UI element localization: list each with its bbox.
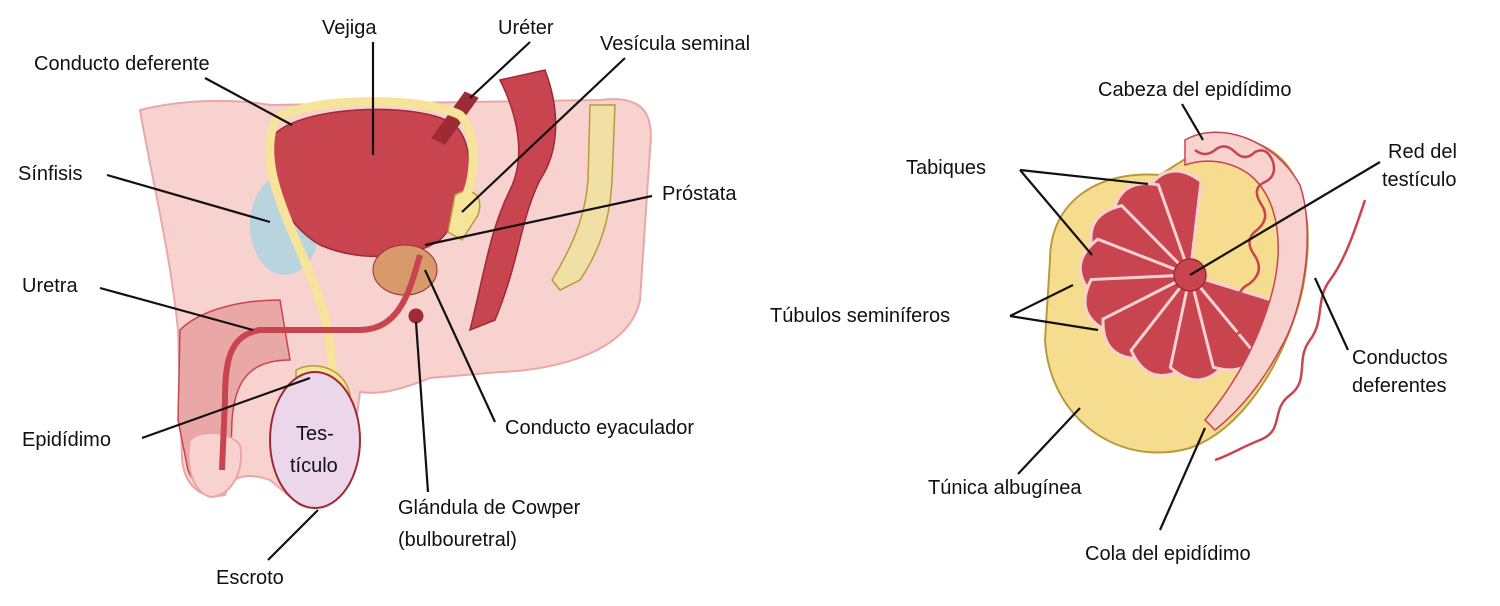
leader-tubulos-a bbox=[1009, 284, 1074, 317]
leader-tunica bbox=[1017, 407, 1081, 475]
vas-deferens-right-shape bbox=[1214, 199, 1367, 462]
vas-deferens-shape bbox=[265, 97, 478, 471]
label-cowper-2: (bulbouretral) bbox=[398, 529, 517, 551]
label-epididimo: Epidídimo bbox=[22, 429, 111, 451]
label-vejiga: Vejiga bbox=[322, 17, 377, 39]
leader-prostata bbox=[424, 194, 653, 247]
leader-tabiques-b bbox=[1019, 169, 1093, 256]
leader-cabeza bbox=[1181, 103, 1204, 141]
label-conducto-deferente: Conducto deferente bbox=[34, 53, 210, 75]
testis-shape bbox=[269, 371, 361, 509]
leader-cowper bbox=[414, 321, 430, 493]
epididymis-coils bbox=[1194, 145, 1276, 361]
label-conductos-2: deferentes bbox=[1352, 375, 1447, 397]
label-vesicula-seminal: Vesícula seminal bbox=[600, 33, 750, 55]
sacrum-shape bbox=[551, 104, 616, 291]
leader-ureter bbox=[469, 41, 531, 99]
label-tunica: Túnica albugínea bbox=[928, 477, 1082, 499]
leader-conducto-deferente bbox=[204, 77, 293, 126]
label-red-1: Red del bbox=[1388, 141, 1457, 163]
epididymis-head-shape bbox=[1184, 131, 1308, 432]
prostate-shape bbox=[372, 244, 438, 296]
label-conductos-1: Conductos bbox=[1352, 347, 1448, 369]
label-red-2: testículo bbox=[1382, 169, 1456, 191]
leader-conductos bbox=[1314, 277, 1349, 351]
leader-tubulos-b bbox=[1009, 314, 1099, 332]
label-cowper-1: Glándula de Cowper bbox=[398, 497, 581, 519]
leader-epididimo bbox=[141, 376, 311, 440]
label-conducto-eyaculador: Conducto eyaculador bbox=[505, 417, 694, 439]
label-tabiques: Tabiques bbox=[906, 157, 986, 179]
left-leader-lines bbox=[99, 41, 653, 561]
label-cabeza-epididimo: Cabeza del epidídimo bbox=[1098, 79, 1291, 101]
leader-vesicula bbox=[461, 57, 626, 213]
cowper-gland-shape bbox=[408, 308, 424, 324]
lobules-group bbox=[1078, 169, 1287, 382]
left-sagittal-illustration bbox=[138, 69, 652, 509]
label-sinfisis: Sínfisis bbox=[18, 163, 82, 185]
rectum-shape bbox=[468, 69, 557, 332]
right-leader-lines bbox=[1009, 103, 1381, 531]
bladder-shape bbox=[267, 108, 470, 258]
label-ureter: Uréter bbox=[498, 17, 554, 39]
right-testis-illustration bbox=[1043, 131, 1367, 462]
right-labels: Cabeza del epidídimo Tabiques Red del te… bbox=[770, 79, 1457, 565]
leader-escroto bbox=[267, 509, 319, 561]
label-testiculo-2: tículo bbox=[290, 455, 338, 477]
leader-uretra bbox=[99, 286, 254, 332]
label-tubulos: Túbulos seminíferos bbox=[770, 305, 950, 327]
urethra-shape bbox=[219, 254, 423, 471]
leader-red bbox=[1189, 161, 1381, 276]
leader-conducto-eyaculador bbox=[424, 269, 496, 423]
label-escroto: Escroto bbox=[216, 567, 284, 589]
label-uretra: Uretra bbox=[22, 275, 78, 297]
glans-shape bbox=[187, 432, 243, 499]
leader-sinfisis bbox=[106, 173, 271, 224]
label-testiculo-1: Tes- bbox=[296, 423, 334, 445]
left-labels: Vejiga Uréter Vesícula seminal Conducto … bbox=[18, 17, 750, 589]
ureter-shape bbox=[431, 91, 479, 145]
leader-cola bbox=[1158, 427, 1207, 531]
label-prostata: Próstata bbox=[662, 183, 737, 205]
label-cola: Cola del epidídimo bbox=[1085, 543, 1251, 565]
leader-tabiques-a bbox=[1019, 168, 1149, 186]
